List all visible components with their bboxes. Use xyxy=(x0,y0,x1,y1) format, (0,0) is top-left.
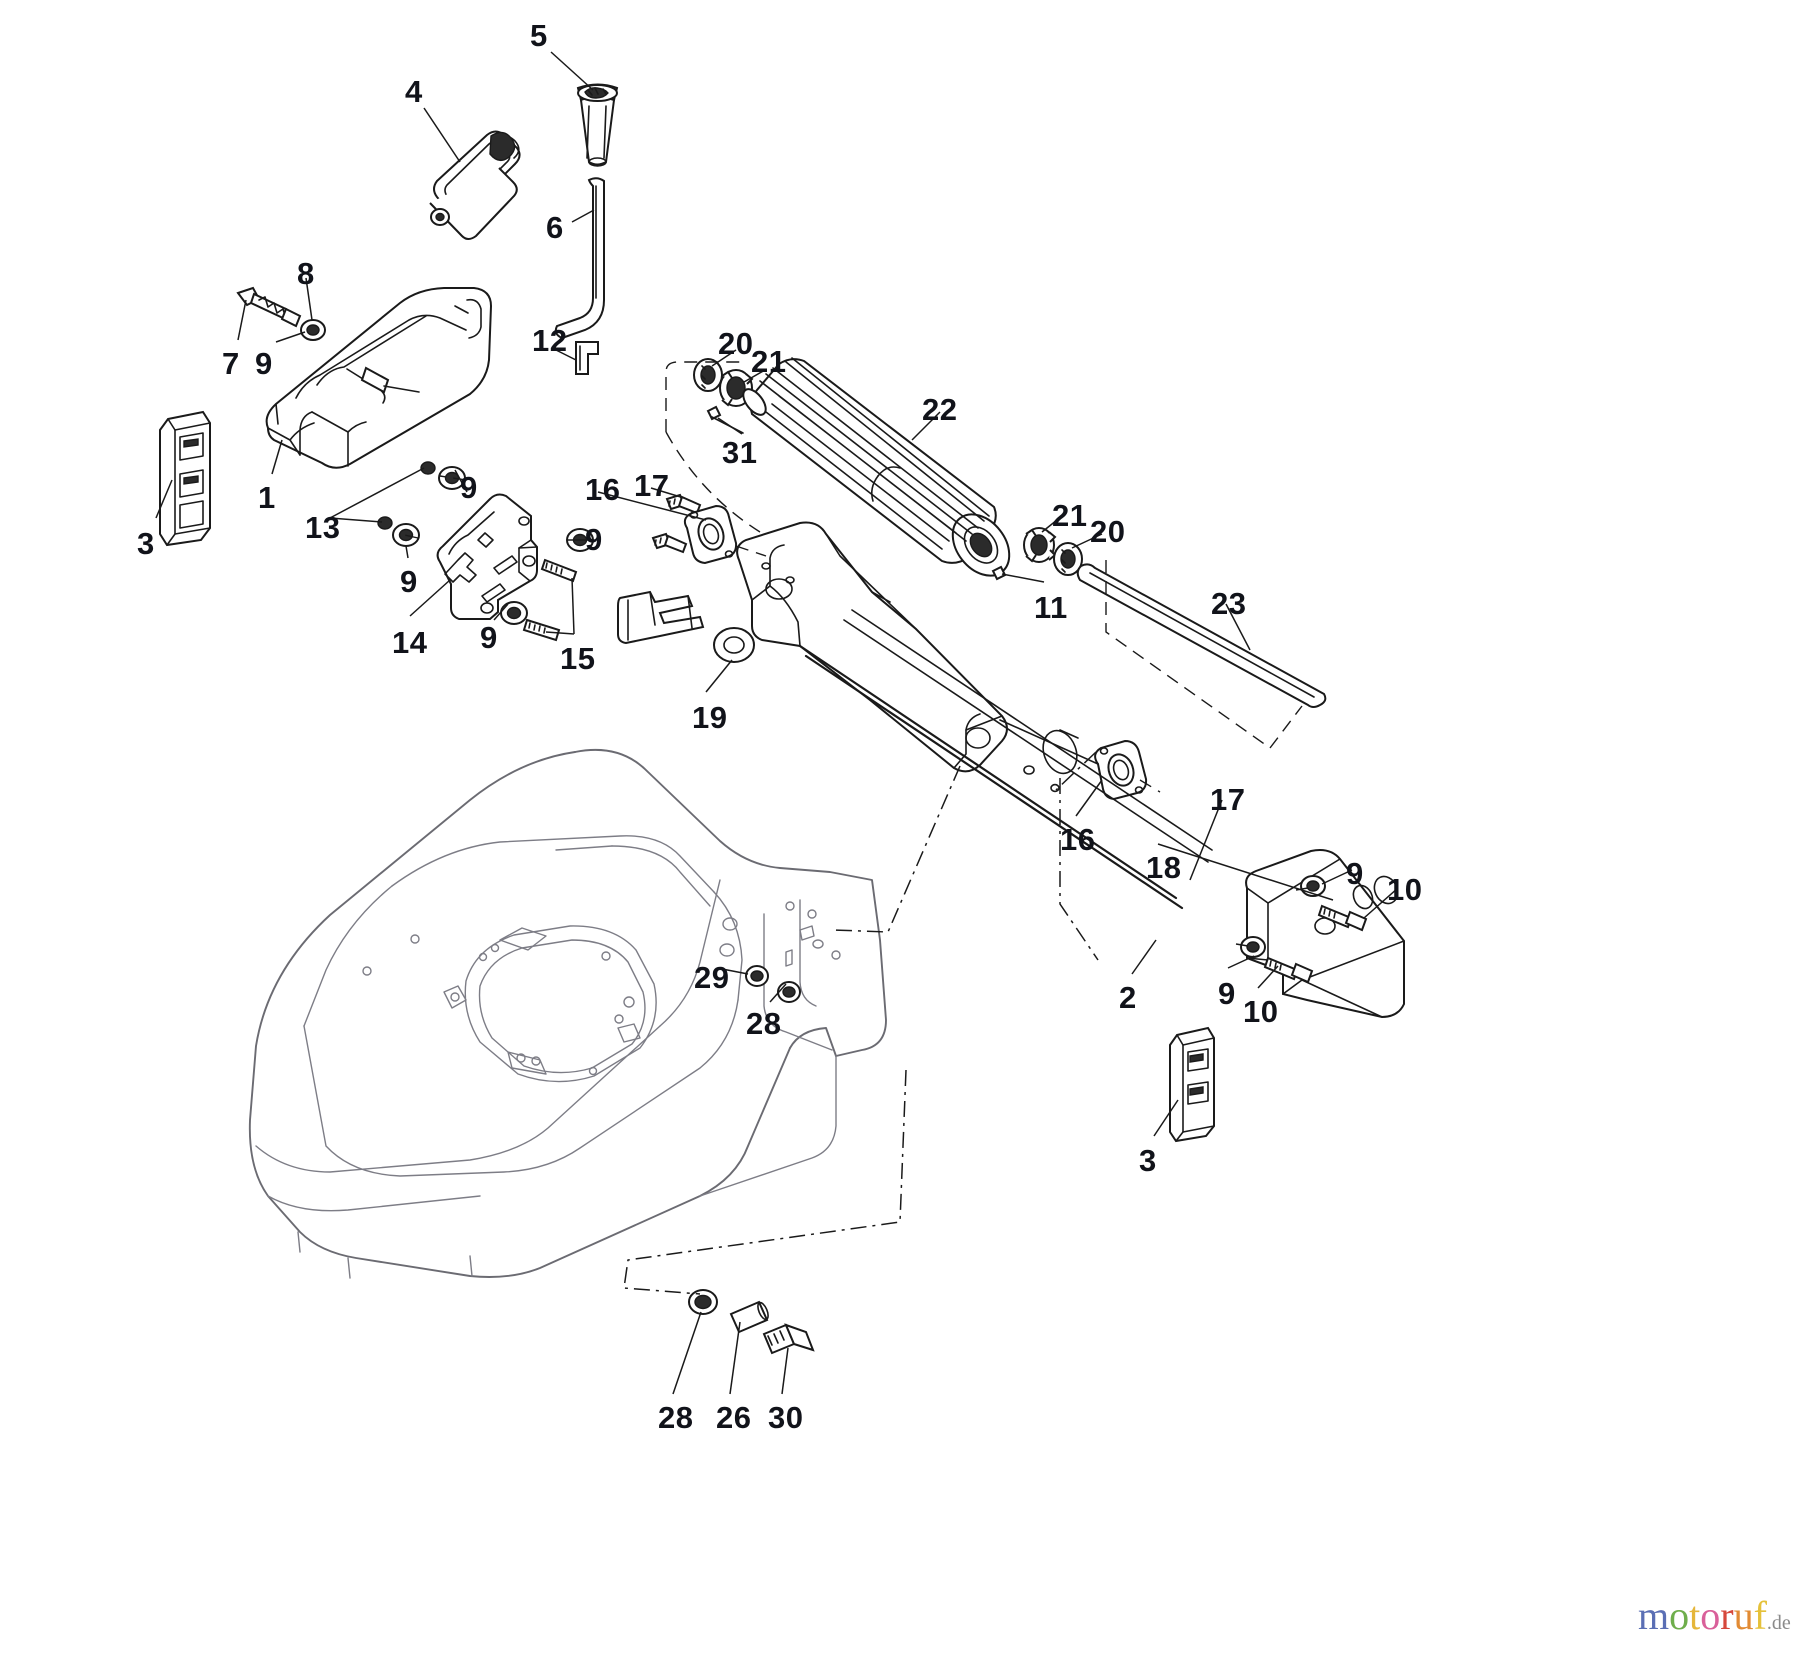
part-15-threaded-studs xyxy=(522,558,578,642)
callout-20-right: 20 xyxy=(1090,514,1126,549)
callout-13: 13 xyxy=(305,510,341,545)
part-16-bearing-flange-left xyxy=(683,504,738,565)
callout-17-right: 17 xyxy=(1210,782,1246,817)
logo-letter-m: m xyxy=(1638,1593,1670,1638)
callout-30: 30 xyxy=(768,1400,804,1435)
callout-6: 6 xyxy=(546,210,564,245)
part-20-bearing-left xyxy=(693,358,723,392)
part-29-nut xyxy=(745,965,769,987)
logo-letter-o1: o xyxy=(1669,1593,1690,1638)
callout-8: 8 xyxy=(297,256,315,291)
callout-28-b: 28 xyxy=(658,1400,694,1435)
part-12-cotter-clip xyxy=(575,341,599,375)
logo-letter-r: r xyxy=(1720,1593,1734,1638)
part-20-bearing-right xyxy=(1053,542,1083,576)
part-9-flange-nut-e xyxy=(500,601,528,625)
part-21-bearing-housing-right xyxy=(1023,527,1057,563)
callout-17-left: 17 xyxy=(634,468,670,503)
callout-16-left: 16 xyxy=(585,472,621,507)
part-10-bolt-b xyxy=(1263,956,1314,984)
part-9-flange-nut-b xyxy=(438,466,466,490)
part-13-pins xyxy=(377,461,436,530)
callout-10-b: 10 xyxy=(1243,994,1279,1029)
callout-3-left: 3 xyxy=(137,526,155,561)
callout-31: 31 xyxy=(722,435,758,470)
callout-9-f: 9 xyxy=(1346,856,1364,891)
part-3-bracket-left xyxy=(159,410,211,547)
part-6-l-shaped-rod xyxy=(554,177,605,340)
part-28-lock-washer-lower xyxy=(688,1289,718,1315)
part-4-handle-clamp-frame xyxy=(429,130,521,240)
part-26-spacer-bushing xyxy=(729,1300,769,1334)
part-19-frame-arm-left xyxy=(617,521,1148,801)
callout-4: 4 xyxy=(405,74,423,109)
callout-22: 22 xyxy=(922,392,958,427)
part-9-flange-nut-f xyxy=(1300,875,1326,897)
callout-9-d: 9 xyxy=(400,564,418,599)
part-9-flange-nut-g xyxy=(1240,936,1266,958)
logo-letter-t: t xyxy=(1689,1593,1701,1638)
callout-2: 2 xyxy=(1119,980,1137,1015)
part-14-adjuster-plate xyxy=(436,493,538,620)
logo-letter-o2: o xyxy=(1700,1593,1721,1638)
mower-deck xyxy=(248,748,887,1279)
part-2-side-deflector-plate xyxy=(1245,849,1405,1019)
callout-9-a: 9 xyxy=(255,346,273,381)
part-31-pin xyxy=(706,405,744,434)
motoruf-watermark-logo: motoruf.de xyxy=(1638,1596,1791,1636)
callout-5: 5 xyxy=(530,18,548,53)
part-5-lever-knob-grip xyxy=(576,83,619,167)
logo-letter-u: u xyxy=(1733,1593,1754,1638)
callout-9-g: 9 xyxy=(1218,976,1236,1011)
part-30-hex-bolt-short xyxy=(762,1323,815,1355)
part-22-scarifier-roller xyxy=(742,357,1011,577)
part-10-bolt-a xyxy=(1317,904,1368,932)
part-23-roller-shaft xyxy=(1076,563,1327,708)
part-9-flange-nut-a xyxy=(300,319,326,341)
callout-9-b: 9 xyxy=(460,470,478,505)
callout-11: 11 xyxy=(1034,590,1068,625)
callout-18: 18 xyxy=(1146,850,1182,885)
callout-23: 23 xyxy=(1211,586,1247,621)
callout-26: 26 xyxy=(716,1400,752,1435)
callout-15: 15 xyxy=(560,641,596,676)
callout-14: 14 xyxy=(392,625,428,660)
part-8-spring xyxy=(258,296,302,328)
logo-letter-f: f xyxy=(1753,1593,1767,1638)
callout-12: 12 xyxy=(532,323,568,358)
callout-19: 19 xyxy=(692,700,728,735)
callout-28-a: 28 xyxy=(746,1006,782,1041)
frame-long-tube xyxy=(798,609,1213,910)
callout-1: 1 xyxy=(258,480,276,515)
callout-29: 29 xyxy=(694,960,730,995)
part-1-handle-console-cover xyxy=(265,287,493,469)
callout-20-left: 20 xyxy=(718,326,754,361)
callout-21-left: 21 xyxy=(751,344,787,379)
callout-21-right: 21 xyxy=(1052,498,1088,533)
callout-16-right: 16 xyxy=(1060,822,1096,857)
callout-9-e: 9 xyxy=(480,620,498,655)
callout-10-a: 10 xyxy=(1387,872,1423,907)
part-28-lock-washer-upper xyxy=(777,981,801,1003)
part-3-bracket-right xyxy=(1169,1026,1215,1143)
callout-7: 7 xyxy=(222,346,240,381)
callout-3-right: 3 xyxy=(1139,1143,1157,1178)
callout-9-c: 9 xyxy=(585,522,603,557)
assembly-guides xyxy=(399,361,1309,1295)
logo-suffix: .de xyxy=(1766,1612,1791,1634)
leader-lines xyxy=(155,51,1399,1395)
